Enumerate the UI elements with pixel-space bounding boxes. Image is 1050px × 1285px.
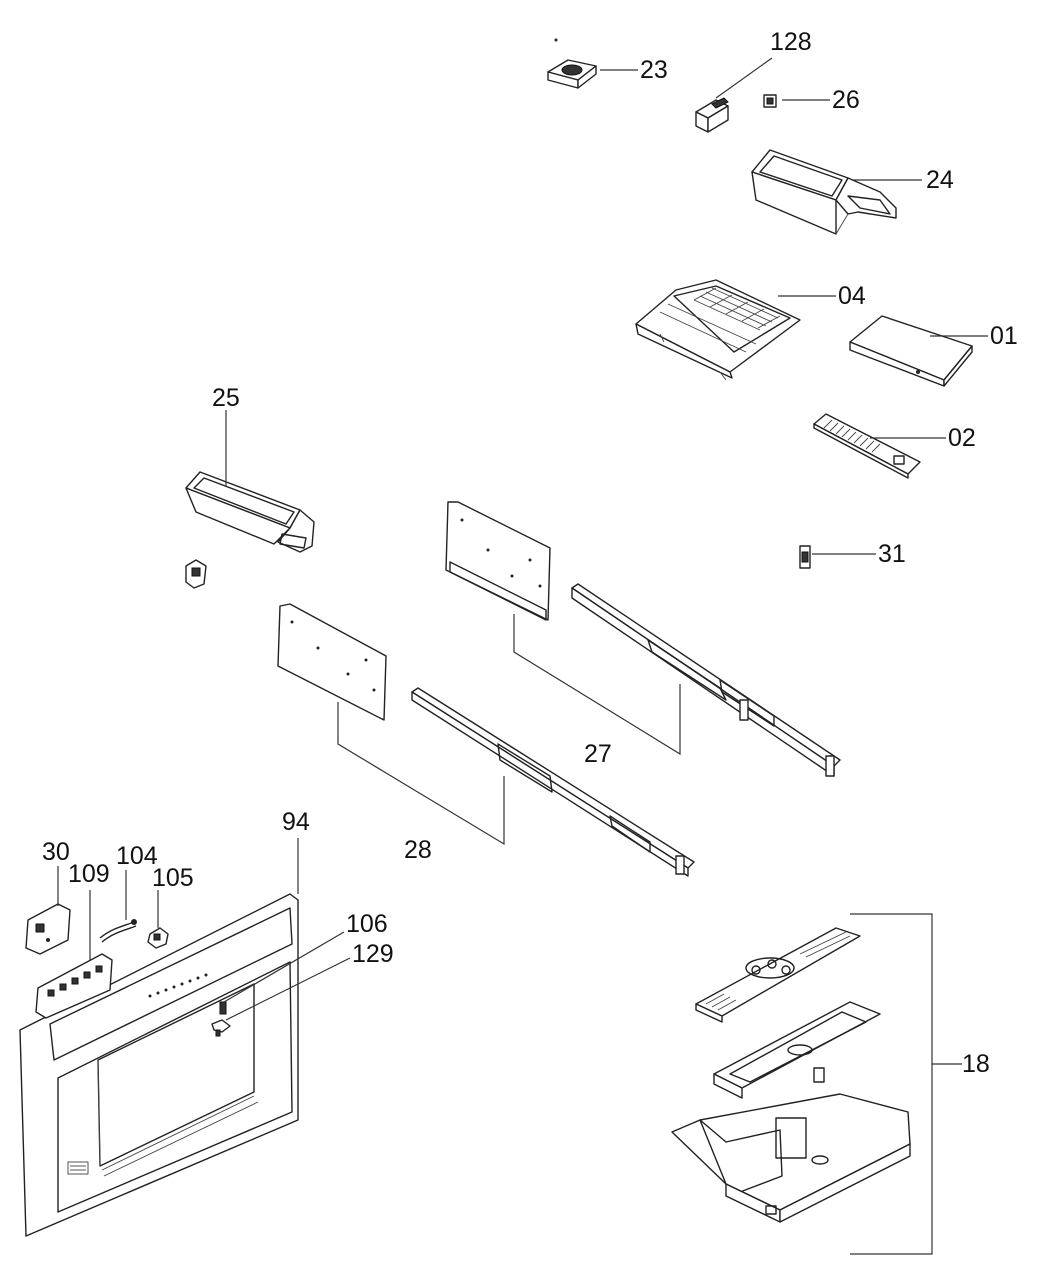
callout-129: 129 [352,940,394,968]
callout-02: 02 [948,424,976,452]
callout-23: 23 [640,56,668,84]
part-24-tray [751,149,897,235]
callout-25: 25 [212,384,240,412]
callout-27: 27 [584,740,612,768]
callout-01: 01 [990,322,1018,350]
part-27-plate [445,501,551,621]
leader-129 [225,957,351,1021]
callout-94: 94 [282,808,310,836]
part-25-tray [185,471,315,553]
part-105-connector [147,927,169,949]
part-04-cover [635,279,801,381]
part-18-tray-insert [713,1001,881,1099]
callout-26: 26 [832,86,860,114]
part-94-front-frame [19,893,299,1237]
part-106-spring [219,1001,227,1015]
leader-128 [715,57,773,99]
callout-106: 106 [346,910,388,938]
part-104-wire [99,919,137,943]
part-28-plate [277,603,387,721]
callout-105: 105 [152,864,194,892]
callout-28: 28 [404,836,432,864]
leader-28 [337,702,505,846]
cover-grille-pattern [693,287,781,331]
callout-24: 24 [926,166,954,194]
part-27-rail [571,583,841,777]
part-129-latch [211,1019,231,1037]
control-panel-buttons [148,973,208,998]
part-01-panel [849,315,973,387]
leader-106 [223,931,345,1003]
part-02-vent-strip [813,413,921,479]
part-18-tray-base [671,1093,911,1223]
callout-109: 109 [68,860,110,888]
callout-128: 128 [770,28,812,56]
vent-slots [823,419,881,453]
part-31-switch [799,545,811,569]
leader-27 [513,614,681,756]
callout-31: 31 [878,540,906,568]
grate-slots [705,931,851,1011]
part-30-bracket [25,903,71,955]
callout-04: 04 [838,282,866,310]
callout-18: 18 [962,1050,990,1078]
part-26-clip [763,94,777,108]
callout-104: 104 [116,842,158,870]
part-23-fan [547,38,597,89]
vent-holes [67,1161,89,1175]
leader-18-bracket [850,913,933,1255]
part-bracket-under-25 [185,559,207,589]
part-109-control-board [35,953,113,1019]
part-28-rail [411,687,695,877]
part-128-block [695,97,729,133]
part-18-grate [695,927,861,1023]
callout-30: 30 [42,838,70,866]
